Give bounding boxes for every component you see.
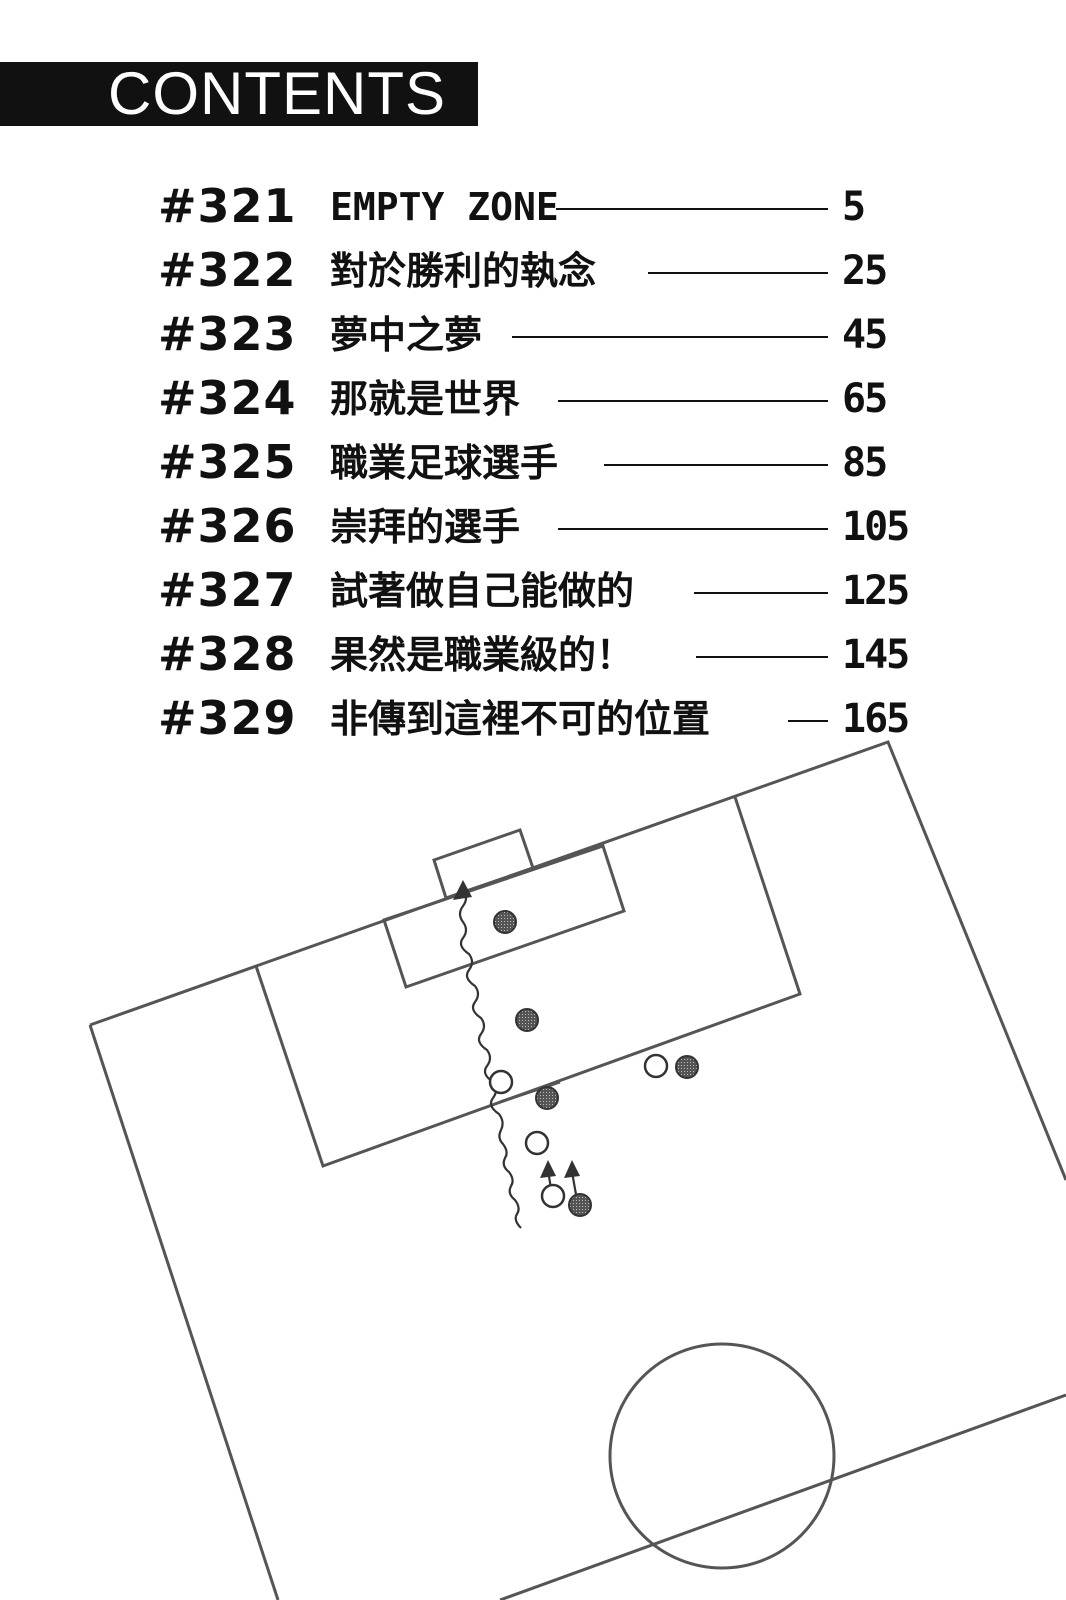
penalty-arc-line — [499, 1080, 561, 1104]
penalty-area — [254, 796, 802, 1168]
defender-marker — [535, 1086, 559, 1110]
chapter-page: 105 — [842, 504, 910, 550]
chapter-number: #327 — [158, 563, 297, 617]
chapter-page: 145 — [842, 632, 910, 678]
contents-header-bar: CONTENTS — [0, 62, 478, 126]
leader-line — [512, 336, 828, 338]
leader-line — [648, 272, 828, 274]
chapter-page: 165 — [842, 696, 910, 742]
field-left-touchline — [88, 1024, 280, 1600]
attacker-marker — [540, 1183, 566, 1209]
toc-row[interactable]: #322 對於勝利的執念 25 — [0, 242, 1066, 302]
chapter-number: #321 — [158, 179, 297, 233]
toc-row[interactable]: #327 試著做自己能做的 125 — [0, 562, 1066, 622]
soccer-field-diagram — [88, 740, 1066, 1600]
chapter-title: 崇拜的選手 — [330, 505, 521, 549]
attacker-marker — [488, 1069, 514, 1095]
leader-line — [694, 592, 828, 594]
toc-row[interactable]: #321 EMPTY ZONE 5 — [0, 178, 1066, 238]
defender-marker — [515, 1008, 539, 1032]
arrow-head-icon — [564, 1160, 580, 1178]
chapter-title: 非傳到這裡不可的位置 — [330, 697, 711, 741]
toc-row[interactable]: #324 那就是世界 65 — [0, 370, 1066, 430]
arrow-head-icon — [453, 880, 472, 900]
toc-row[interactable]: #326 崇拜的選手 105 — [0, 498, 1066, 558]
leader-line — [556, 208, 828, 210]
leader-line — [788, 720, 828, 722]
chapter-number: #324 — [158, 371, 297, 425]
table-of-contents: #321 EMPTY ZONE 5 #322 對於勝利的執念 25 #323 夢… — [0, 0, 1066, 760]
leader-line — [696, 656, 828, 658]
leader-line — [604, 464, 828, 466]
chapter-page: 65 — [842, 376, 888, 422]
chapter-number: #325 — [158, 435, 297, 489]
chapter-title: 夢中之夢 — [330, 313, 483, 357]
chapter-title: 果然是職業級的！ — [330, 633, 635, 677]
chapter-number: #323 — [158, 307, 297, 361]
leader-line — [558, 400, 828, 402]
contents-title: CONTENTS — [108, 60, 446, 127]
leader-line — [558, 528, 828, 530]
dribble-path — [458, 889, 522, 1229]
defender-marker — [568, 1193, 592, 1217]
center-circle — [608, 1342, 836, 1570]
chapter-number: #322 — [158, 243, 297, 297]
chapter-title: 職業足球選手 — [330, 441, 559, 485]
attacker-marker — [643, 1053, 669, 1079]
chapter-title: 對於勝利的執念 — [330, 249, 597, 293]
toc-row[interactable]: #323 夢中之夢 45 — [0, 306, 1066, 366]
field-boundary — [89, 740, 1066, 1181]
toc-row[interactable]: #328 果然是職業級的！ 145 — [0, 626, 1066, 686]
chapter-title: 試著做自己能做的 — [330, 569, 635, 613]
goal — [432, 828, 535, 900]
chapter-page: 85 — [842, 440, 888, 486]
arrow-head-icon — [540, 1160, 556, 1178]
chapter-title: 那就是世界 — [330, 377, 521, 421]
toc-row[interactable]: #329 非傳到這裡不可的位置 165 — [0, 690, 1066, 750]
chapter-number: #328 — [158, 627, 297, 681]
defender-marker — [493, 910, 517, 934]
defender-marker — [675, 1055, 699, 1079]
chapter-number: #329 — [158, 691, 297, 745]
chapter-number: #326 — [158, 499, 297, 553]
chapter-page: 5 — [842, 184, 866, 230]
chapter-page: 25 — [842, 248, 888, 294]
chapter-page: 45 — [842, 312, 888, 358]
chapter-title: EMPTY ZONE — [330, 185, 559, 229]
goal-area — [382, 844, 626, 989]
chapter-page: 125 — [842, 568, 910, 614]
halfway-line — [499, 1393, 1066, 1600]
toc-row[interactable]: #325 職業足球選手 85 — [0, 434, 1066, 494]
attacker-marker — [524, 1130, 550, 1156]
